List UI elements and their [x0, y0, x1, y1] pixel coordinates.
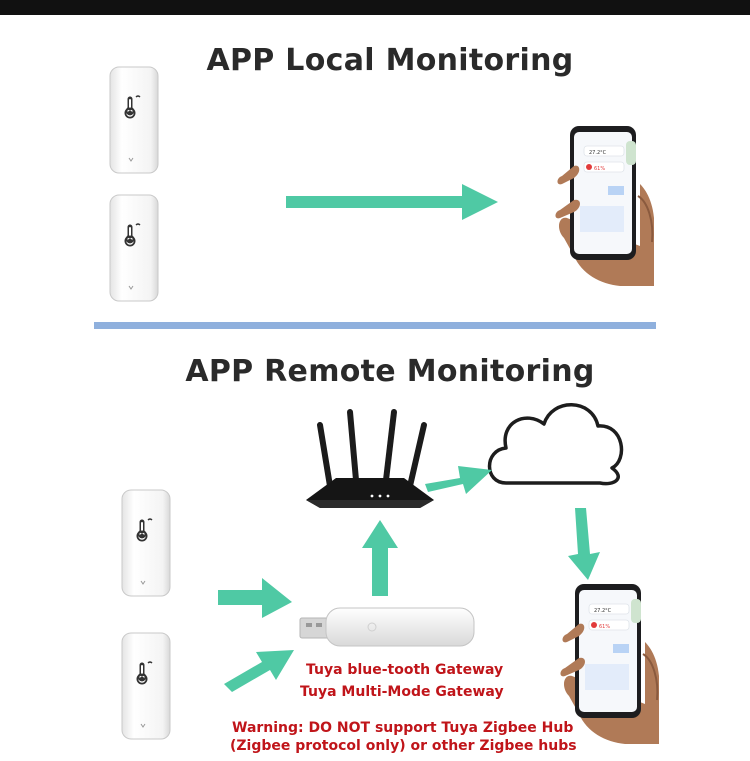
gateway-label-bluetooth: Tuya blue-tooth Gateway	[306, 662, 504, 678]
gateway-label-multimode: Tuya Multi-Mode Gateway	[300, 684, 504, 700]
top-bar	[0, 0, 750, 15]
local-monitoring-title: APP Local Monitoring	[206, 43, 574, 78]
sensor1-to-gateway-arrow	[218, 578, 292, 618]
warning-line-2: (Zigbee protocol only) or other Zigbee h…	[230, 738, 577, 754]
warning-line-1: Warning: DO NOT support Tuya Zigbee Hub	[232, 720, 574, 736]
phone-humidity-reading: 61%	[594, 166, 605, 172]
router-to-cloud-arrow	[425, 466, 492, 494]
phone-temp-reading: 27.2°C	[589, 150, 607, 156]
cloud-to-phone-arrow	[568, 508, 600, 580]
usb-gateway-icon	[299, 607, 475, 647]
temperature-sensor-icon	[122, 633, 170, 739]
sensor2-to-gateway-arrow	[224, 650, 294, 692]
local-arrow	[286, 184, 498, 220]
cloud-icon	[487, 403, 624, 486]
phone-temp-reading: 27.2°C	[594, 608, 612, 614]
temperature-sensor-icon	[122, 490, 170, 596]
smartphone-in-hand-icon: 27.2°C 61%	[559, 583, 660, 745]
section-divider	[94, 322, 656, 329]
wifi-router-icon	[306, 409, 434, 508]
temperature-sensor-icon	[110, 195, 158, 301]
smartphone-in-hand-icon: 27.2°C 61%	[554, 125, 655, 287]
remote-monitoring-title: APP Remote Monitoring	[185, 354, 595, 389]
gateway-to-router-arrow	[362, 520, 398, 596]
phone-humidity-reading: 61%	[599, 624, 610, 630]
temperature-sensor-icon	[110, 67, 158, 173]
